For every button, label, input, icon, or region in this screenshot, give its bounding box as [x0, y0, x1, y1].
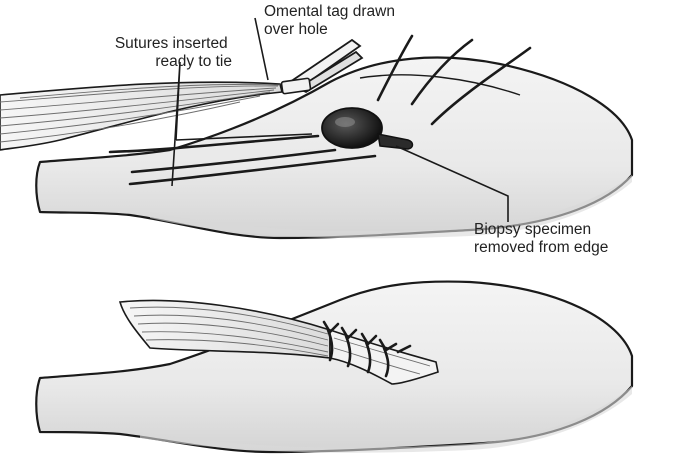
forceps [280, 38, 364, 95]
biopsy-label-line2: removed from edge [474, 239, 608, 256]
bottom-panel [35, 280, 634, 454]
top-panel: Omental tag drawn over hole Sutures inse… [0, 3, 634, 256]
omental-tag-label-line1: Omental tag drawn [264, 3, 395, 20]
suture-line-3 [128, 154, 377, 186]
sutures-label-line2: ready to tie [155, 53, 232, 70]
sutures-leader [171, 61, 313, 187]
omental-leader [254, 17, 269, 81]
omental-tag-top [0, 81, 284, 151]
suture-end-2 [410, 38, 474, 106]
sutures-label-line1: Sutures inserted [115, 35, 228, 52]
omental-tag-label-line2: over hole [264, 21, 328, 38]
omental-tag-bottom [118, 299, 439, 385]
tied-sutures [322, 320, 412, 378]
biopsy-label-line1: Biopsy specimen [474, 221, 591, 238]
suture-end-3 [430, 46, 532, 126]
suture-line-1 [108, 134, 320, 154]
stomach-top-fold [359, 74, 521, 96]
suture-end-1 [376, 34, 414, 102]
omental-tag-label: Omental tag drawn over hole [264, 3, 399, 38]
suture-line-2 [130, 148, 337, 174]
stomach-top-shade [150, 175, 632, 239]
biopsy-label: Biopsy specimen removed from edge [474, 221, 608, 256]
sutures-label: Sutures inserted ready to tie [115, 35, 232, 70]
ulcer-hole [321, 107, 414, 150]
biopsy-leader [395, 145, 509, 222]
